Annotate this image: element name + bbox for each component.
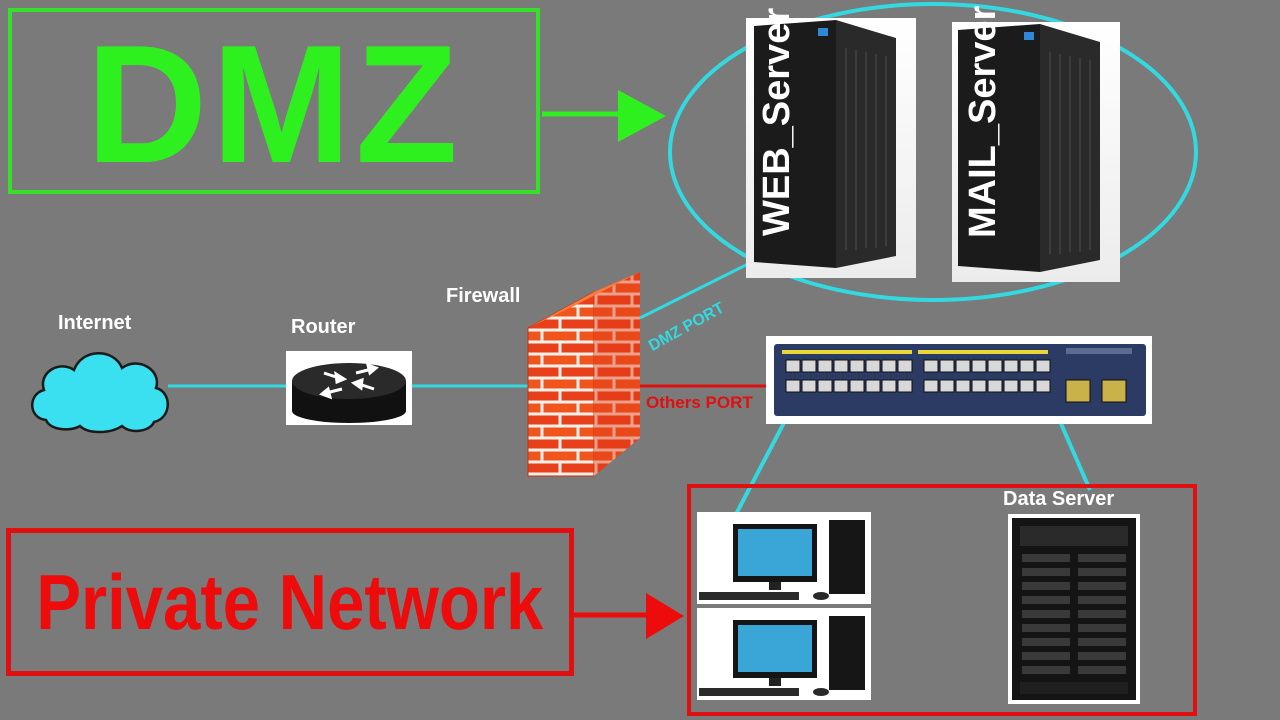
web-server-card: WEB_Server bbox=[746, 8, 916, 278]
others-port-label: Others PORT bbox=[646, 393, 753, 412]
tower-server-icon bbox=[754, 20, 896, 268]
firewall-label: Firewall bbox=[446, 285, 521, 307]
private-zone-frame bbox=[687, 484, 1197, 716]
workstation-2-panel bbox=[697, 608, 871, 700]
dmz-title-box: DMZ bbox=[8, 8, 540, 194]
private-arrow-head bbox=[646, 593, 684, 639]
desktop-computer-icon bbox=[699, 520, 865, 600]
router-icon bbox=[292, 362, 406, 423]
mail-server-card: MAIL_Server bbox=[952, 6, 1120, 282]
internet-label: Internet bbox=[58, 312, 132, 334]
data-server-label: Data Server bbox=[1003, 488, 1115, 510]
brick-wall-icon bbox=[527, 272, 640, 477]
private-network-title: Private Network bbox=[36, 558, 544, 646]
tower-server-icon bbox=[958, 24, 1100, 272]
dmz-zone-ellipse bbox=[668, 2, 1198, 302]
mail-server-label: MAIL_Server bbox=[962, 5, 1004, 238]
network-switch-panel bbox=[766, 336, 1152, 424]
dmz-arrow-head bbox=[618, 90, 666, 142]
web-server-label: WEB_Server bbox=[756, 7, 798, 236]
desktop-computer-icon bbox=[699, 616, 865, 696]
network-switch-icon bbox=[774, 344, 1146, 416]
private-network-title-box: Private Network bbox=[6, 528, 574, 676]
dmz-title: DMZ bbox=[86, 10, 462, 198]
workstation-1-panel bbox=[697, 512, 871, 604]
router-label: Router bbox=[291, 316, 356, 338]
dmz-port-link bbox=[639, 260, 753, 320]
cloud-icon bbox=[31, 352, 169, 434]
data-server-panel bbox=[1008, 514, 1140, 704]
router-icon-panel bbox=[286, 351, 412, 425]
tower-server-icon bbox=[1012, 518, 1136, 700]
